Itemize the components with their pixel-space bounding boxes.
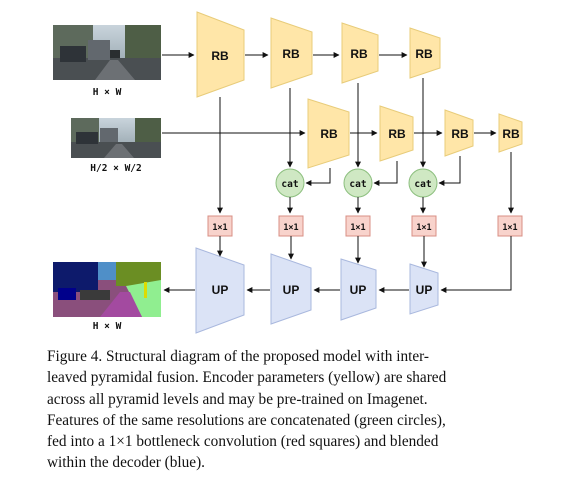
figure-caption: Figure 4. Structural diagram of the prop…	[47, 346, 525, 474]
caption-line: within the decoder (blue).	[47, 454, 206, 472]
architecture-diagram: H × W H/2 × W/2 H × W RB RB RB RB	[53, 11, 523, 334]
encoder-rb-mid-3: RB	[444, 109, 474, 157]
svg-text:1×1: 1×1	[212, 223, 227, 233]
caption-line: across all pyramid levels and may be pre…	[47, 390, 428, 408]
svg-text:RB: RB	[388, 127, 406, 141]
svg-text:cat: cat	[414, 179, 431, 190]
decoder-up-2: UP	[270, 253, 312, 325]
concat-node-3: cat	[408, 168, 438, 198]
svg-text:1×1: 1×1	[502, 223, 517, 233]
output-label: H × W	[93, 321, 122, 332]
svg-text:1×1: 1×1	[283, 223, 298, 233]
bottleneck-conv-1: 1×1	[207, 215, 233, 237]
caption-line: Figure 4. Structural diagram of the prop…	[47, 348, 430, 365]
concat-node-2: cat	[343, 168, 373, 198]
svg-text:RB: RB	[350, 47, 368, 61]
svg-text:RB: RB	[282, 47, 300, 61]
svg-text:cat: cat	[281, 179, 298, 190]
encoder-rb-mid-4: RB	[498, 113, 523, 153]
svg-text:1×1: 1×1	[416, 223, 431, 233]
encoder-rb-top-1: RB	[196, 11, 245, 98]
svg-text:RB: RB	[211, 49, 229, 63]
svg-text:RB: RB	[502, 127, 520, 141]
caption-line: leaved pyramidal fusion. Encoder paramet…	[47, 369, 447, 387]
svg-text:UP: UP	[212, 283, 229, 297]
svg-text:cat: cat	[349, 179, 366, 190]
input-image-half-res	[71, 118, 161, 158]
svg-text:UP: UP	[416, 283, 433, 297]
bottleneck-conv-3: 1×1	[345, 215, 371, 237]
caption-line: Features of the same resolutions are con…	[47, 411, 446, 429]
encoder-rb-top-4: RB	[409, 27, 441, 79]
bottleneck-conv-5: 1×1	[497, 215, 523, 237]
decoder-up-4: UP	[409, 263, 439, 315]
encoder-rb-mid-1: RB	[307, 98, 350, 169]
connection-arrows	[162, 52, 514, 293]
decoder-up-1: UP	[195, 247, 245, 334]
encoder-rb-top-2: RB	[270, 17, 313, 89]
bottleneck-conv-2: 1×1	[278, 215, 304, 237]
svg-text:UP: UP	[350, 283, 367, 297]
svg-text:RB: RB	[415, 47, 433, 61]
svg-text:1×1: 1×1	[350, 223, 365, 233]
input-top-label: H × W	[93, 87, 122, 98]
svg-text:RB: RB	[451, 127, 469, 141]
svg-text:UP: UP	[283, 283, 300, 297]
encoder-rb-top-3: RB	[341, 22, 379, 84]
concat-node-1: cat	[275, 168, 305, 198]
bottleneck-conv-4: 1×1	[411, 215, 437, 237]
svg-text:RB: RB	[320, 127, 338, 141]
output-segmentation	[53, 262, 161, 317]
encoder-rb-mid-2: RB	[379, 105, 414, 162]
decoder-up-3: UP	[340, 258, 377, 321]
input-mid-label: H/2 × W/2	[90, 163, 141, 174]
caption-line: fed into a 1×1 bottleneck convolution (r…	[47, 433, 439, 451]
input-image-full-res	[53, 25, 161, 80]
